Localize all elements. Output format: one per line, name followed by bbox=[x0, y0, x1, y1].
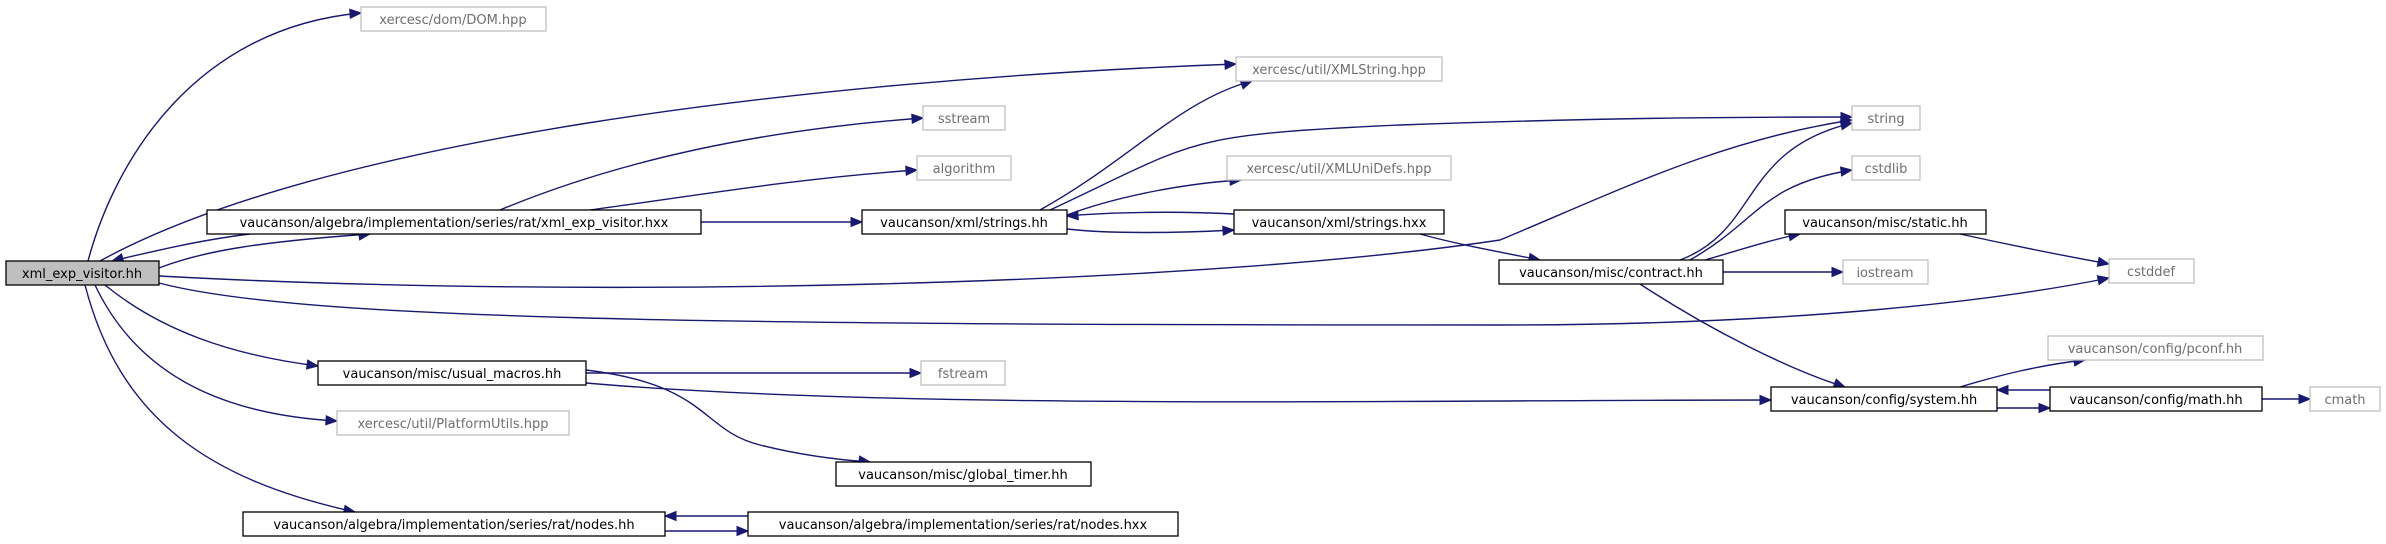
node-xml-strings-hxx[interactable]: vaucanson/xml/strings.hxx bbox=[1233, 209, 1445, 235]
svg-text:vaucanson/misc/contract.hh: vaucanson/misc/contract.hh bbox=[1519, 266, 1703, 281]
svg-text:xercesc/dom/DOM.hpp: xercesc/dom/DOM.hpp bbox=[379, 13, 526, 28]
edge-rat-nodes-hh-to-rat-nodes-hxx bbox=[665, 525, 750, 537]
node-layer: xml_exp_visitor.hh xercesc/dom/DOM.hpp x… bbox=[5, 6, 2381, 537]
edge-config-math-hh-to-config-system-hh bbox=[1995, 384, 2050, 396]
node-xml-strings-hh[interactable]: vaucanson/xml/strings.hh bbox=[861, 209, 1068, 235]
node-sstream[interactable]: sstream bbox=[922, 105, 1006, 131]
edge-misc-usual-macros-hh-to-misc-global-timer-hh bbox=[585, 369, 872, 466]
edge-misc-contract-hh-to-iostream bbox=[1723, 266, 1845, 278]
svg-text:vaucanson/misc/global_timer.hh: vaucanson/misc/global_timer.hh bbox=[858, 468, 1067, 483]
node-misc-contract-hh[interactable]: vaucanson/misc/contract.hh bbox=[1498, 259, 1724, 285]
svg-text:iostream: iostream bbox=[1856, 266, 1913, 281]
svg-text:vaucanson/config/math.hh: vaucanson/config/math.hh bbox=[2069, 393, 2242, 408]
edge-xml-exp-visitor-hh-to-xercesc-util-PlatformUtils-hpp bbox=[94, 284, 339, 426]
node-config-system-hh[interactable]: vaucanson/config/system.hh bbox=[1770, 386, 1998, 412]
node-string[interactable]: string bbox=[1851, 105, 1921, 131]
edge-misc-contract-hh-to-cstdlib bbox=[1689, 166, 1854, 261]
edge-config-system-hh-to-config-math-hh bbox=[1997, 402, 2052, 414]
node-config-math-hh[interactable]: vaucanson/config/math.hh bbox=[2049, 386, 2263, 412]
edge-layer bbox=[84, 8, 2312, 537]
edge-misc-usual-macros-hh-to-fstream bbox=[586, 367, 923, 379]
edge-xml-exp-visitor-hh-to-cstddef bbox=[158, 275, 2111, 326]
node-misc-static-hh[interactable]: vaucanson/misc/static.hh bbox=[1784, 209, 1987, 235]
edge-xml-exp-visitor-hh-to-xercesc-dom-DOM-hpp bbox=[87, 8, 363, 262]
svg-text:vaucanson/xml/strings.hxx: vaucanson/xml/strings.hxx bbox=[1252, 216, 1427, 231]
node-xml-exp-visitor-hxx[interactable]: vaucanson/algebra/implementation/series/… bbox=[206, 209, 702, 235]
svg-text:xercesc/util/XMLUniDefs.hpp: xercesc/util/XMLUniDefs.hpp bbox=[1246, 162, 1431, 177]
edge-xml-exp-visitor-hxx-to-algorithm bbox=[589, 165, 919, 211]
svg-text:cstddef: cstddef bbox=[2127, 265, 2176, 280]
svg-text:vaucanson/algebra/implementati: vaucanson/algebra/implementation/series/… bbox=[779, 518, 1148, 533]
edge-config-system-hh-to-config-pconf-hh bbox=[1959, 356, 2087, 388]
svg-text:vaucanson/misc/static.hh: vaucanson/misc/static.hh bbox=[1802, 216, 1967, 231]
node-rat-nodes-hxx[interactable]: vaucanson/algebra/implementation/series/… bbox=[747, 511, 1179, 537]
edge-xml-strings-hh-to-xercesc-util-XMLUniDefs-hpp bbox=[1066, 175, 1243, 216]
edge-rat-nodes-hxx-to-rat-nodes-hh bbox=[663, 510, 748, 522]
svg-text:vaucanson/algebra/implementati: vaucanson/algebra/implementation/series/… bbox=[273, 518, 634, 533]
svg-text:vaucanson/config/system.hh: vaucanson/config/system.hh bbox=[1791, 393, 1977, 408]
edge-config-math-hh-to-cmath bbox=[2262, 393, 2312, 405]
node-xercesc-util-platformutils-hpp[interactable]: xercesc/util/PlatformUtils.hpp bbox=[336, 410, 570, 436]
edge-xml-exp-visitor-hh-to-xml-exp-visitor-hxx bbox=[158, 230, 372, 269]
node-misc-global-timer-hh[interactable]: vaucanson/misc/global_timer.hh bbox=[835, 461, 1092, 487]
svg-text:fstream: fstream bbox=[938, 367, 988, 382]
node-algorithm[interactable]: algorithm bbox=[916, 155, 1012, 181]
edge-misc-contract-hh-to-string bbox=[1679, 120, 1854, 261]
svg-text:algorithm: algorithm bbox=[933, 162, 996, 177]
node-misc-usual-macros-hh[interactable]: vaucanson/misc/usual_macros.hh bbox=[317, 360, 587, 386]
svg-text:xercesc/util/PlatformUtils.hpp: xercesc/util/PlatformUtils.hpp bbox=[357, 417, 548, 432]
svg-text:vaucanson/misc/usual_macros.hh: vaucanson/misc/usual_macros.hh bbox=[343, 367, 562, 382]
node-rat-nodes-hh[interactable]: vaucanson/algebra/implementation/series/… bbox=[242, 511, 666, 537]
svg-text:vaucanson/algebra/implementati: vaucanson/algebra/implementation/series/… bbox=[240, 216, 669, 231]
svg-text:xercesc/util/XMLString.hpp: xercesc/util/XMLString.hpp bbox=[1252, 63, 1426, 78]
svg-text:vaucanson/config/pconf.hh: vaucanson/config/pconf.hh bbox=[2068, 342, 2243, 357]
svg-text:cstdlib: cstdlib bbox=[1865, 162, 1908, 177]
node-iostream[interactable]: iostream bbox=[1842, 259, 1929, 285]
node-cmath[interactable]: cmath bbox=[2309, 386, 2381, 412]
node-fstream[interactable]: fstream bbox=[920, 360, 1006, 386]
edge-xml-strings-hxx-to-xml-strings-hh bbox=[1065, 210, 1235, 221]
edge-misc-contract-hh-to-config-system-hh bbox=[1639, 283, 1847, 389]
node-cstddef[interactable]: cstddef bbox=[2108, 258, 2195, 284]
edge-xml-exp-visitor-hh-to-rat-nodes-hh bbox=[84, 284, 357, 515]
edge-xml-exp-visitor-hxx-to-xml-strings-hh bbox=[701, 216, 864, 228]
edge-xml-exp-visitor-hxx-to-sstream bbox=[499, 113, 925, 211]
edge-xml-exp-visitor-hh-to-misc-usual-macros-hh bbox=[104, 284, 320, 370]
svg-text:xml_exp_visitor.hh: xml_exp_visitor.hh bbox=[22, 267, 142, 282]
node-xercesc-util-xmlstring-hpp[interactable]: xercesc/util/XMLString.hpp bbox=[1235, 56, 1443, 82]
node-cstdlib[interactable]: cstdlib bbox=[1851, 155, 1921, 181]
node-config-pconf-hh[interactable]: vaucanson/config/pconf.hh bbox=[2047, 335, 2264, 361]
svg-text:vaucanson/xml/strings.hh: vaucanson/xml/strings.hh bbox=[880, 216, 1048, 231]
edge-xml-strings-hh-to-xml-strings-hxx bbox=[1066, 225, 1236, 236]
edge-xml-exp-visitor-hxx-to-xml-exp-visitor-hh bbox=[110, 233, 251, 264]
edge-xml-strings-hh-to-string bbox=[1049, 111, 1854, 211]
node-xml-exp-visitor-hh[interactable]: xml_exp_visitor.hh bbox=[5, 260, 160, 286]
edge-misc-usual-macros-hh-to-config-system-hh bbox=[585, 382, 1773, 406]
svg-text:cmath: cmath bbox=[2324, 393, 2365, 408]
svg-text:string: string bbox=[1867, 112, 1904, 127]
edge-misc-static-hh-to-cstddef bbox=[1959, 233, 2111, 267]
edge-xml-strings-hh-to-xercesc-util-XMLString-hpp bbox=[1039, 79, 1254, 211]
svg-text:sstream: sstream bbox=[938, 112, 990, 127]
node-xercesc-dom-dom-hpp[interactable]: xercesc/dom/DOM.hpp bbox=[360, 6, 547, 32]
node-xercesc-util-xmlunidefs-hpp[interactable]: xercesc/util/XMLUniDefs.hpp bbox=[1226, 155, 1452, 181]
